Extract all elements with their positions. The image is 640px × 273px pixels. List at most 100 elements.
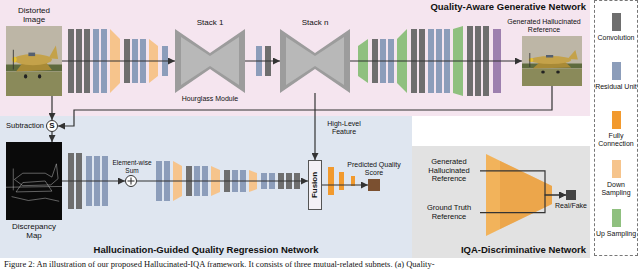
legend-swatch [612, 111, 621, 129]
region-panel: Distorted ImageStack 1Stack nGenerated H… [0, 0, 590, 116]
region-ground [412, 146, 590, 258]
legend-swatch [612, 13, 621, 31]
legend-text: Convolution [595, 34, 637, 42]
node-text: Discrepancy Map [6, 222, 62, 240]
flow-arrow [350, 60, 522, 61]
discriminator-body [486, 154, 552, 236]
region-title: Hallucination-Guided Quality Regression … [0, 245, 412, 256]
node-text: Distorted Image [6, 6, 62, 24]
legend-text: Fully Connection [595, 132, 637, 147]
fc-layer [339, 172, 344, 190]
sum-circle: Element-wise Sum [125, 175, 137, 187]
plane-body [530, 56, 571, 64]
hourglass-module: Stack 1 [175, 29, 245, 93]
figure-caption: Figure 2: An illustration of our propose… [4, 259, 435, 269]
plane-tail [49, 46, 59, 59]
flow-arrow [245, 60, 280, 61]
sky [522, 36, 582, 67]
propeller [13, 50, 14, 70]
ground [522, 69, 582, 87]
hourglass-shape [280, 29, 350, 93]
region-ground [0, 116, 412, 258]
legend-swatch [612, 160, 621, 178]
wheel [541, 71, 545, 74]
node-text: Element-wise Sum [109, 159, 155, 174]
image-box: Discrepancy Map [6, 142, 62, 220]
wheel [38, 74, 41, 78]
node-text: Subtraction [6, 122, 44, 131]
flow-arrow [62, 180, 125, 181]
plane-nose [529, 58, 534, 62]
node-text: Real/Fake [551, 202, 591, 210]
plane-nose [12, 57, 16, 63]
hourglass-inner [181, 37, 239, 85]
discrepancy-trace [14, 164, 58, 186]
flow-arrow [314, 93, 315, 160]
node-text: Fusion [310, 172, 319, 198]
node-text: Ground Truth Reference [418, 204, 480, 221]
legend-text: Residual Unit [595, 83, 637, 91]
legend-entry: Residual Unit [595, 62, 637, 91]
image-box: Distorted Image [6, 26, 62, 96]
hourglass-module: Stack n [280, 29, 350, 93]
ground [6, 72, 62, 97]
flow-arrow [137, 180, 308, 181]
legend-entry: Fully Connection [595, 111, 637, 147]
node-text: Predicted Quality Score [346, 161, 402, 177]
hourglass-shape [175, 29, 245, 93]
plus-symbol [126, 176, 136, 186]
node-text: Generated Hallucinated Reference [500, 18, 588, 34]
legend-text: Up Sampling [595, 230, 637, 238]
fusion-box: Fusion [308, 160, 322, 210]
plus-bar [128, 181, 135, 182]
photo-illustration [6, 26, 62, 96]
legend-entry: Down Sampling [595, 160, 637, 196]
output-box: Real/Fake [566, 190, 576, 200]
cockpit [28, 53, 35, 57]
flow-arrow [51, 96, 52, 120]
legend-swatch [612, 209, 621, 227]
legend-entry: Up Sampling [595, 209, 637, 238]
region-title: IQA-Discriminative Network [461, 245, 586, 256]
region-title: Quality-Aware Generative Network [430, 2, 586, 13]
region-ground [0, 0, 590, 116]
discrepancy-trace [12, 197, 60, 202]
discrepancy-illustration [6, 142, 62, 220]
flow-arrow [62, 60, 175, 61]
plane-tail [568, 50, 578, 60]
text-label: Ground Truth Reference [418, 204, 480, 221]
flow-arrow [58, 86, 552, 126]
flow-arrow [480, 171, 566, 195]
annotation-label: Hourglass Module [180, 95, 240, 103]
annotation-label: High-Level Feature [320, 120, 368, 136]
wheel [24, 74, 27, 78]
region-panel: Generated Hallucinated ReferenceGround T… [412, 146, 590, 258]
image-box: Generated Hallucinated Reference [522, 36, 582, 86]
hourglass-inner [286, 37, 344, 85]
node-text: Generated Hallucinated Reference [418, 158, 480, 184]
wheel [556, 71, 560, 74]
node-text: S [47, 121, 57, 131]
legend-text: Down Sampling [595, 181, 637, 196]
region-panel: SSubtractionDiscrepancy Map Element-wise … [0, 116, 412, 258]
score-output: Predicted Quality Score [368, 179, 380, 191]
hourglass-illustration [175, 29, 245, 93]
subtraction-circle: SSubtraction [46, 120, 58, 132]
photo-illustration [522, 36, 582, 86]
fc-layer [328, 167, 334, 195]
sky [6, 26, 62, 69]
node-text: Stack n [280, 18, 350, 27]
flow-arrow [480, 195, 566, 213]
text-label: Generated Hallucinated Reference [418, 158, 480, 184]
hourglass-illustration [280, 29, 350, 93]
legend-swatch [612, 62, 621, 80]
flow-arrow [51, 132, 52, 142]
propeller [529, 53, 530, 67]
cockpit [546, 55, 553, 58]
legend-entry: Convolution [595, 13, 637, 42]
flow-arrow [322, 184, 368, 185]
map-ground [6, 142, 62, 220]
legend-panel: ConvolutionResidual UnitFully Connection… [594, 0, 638, 256]
